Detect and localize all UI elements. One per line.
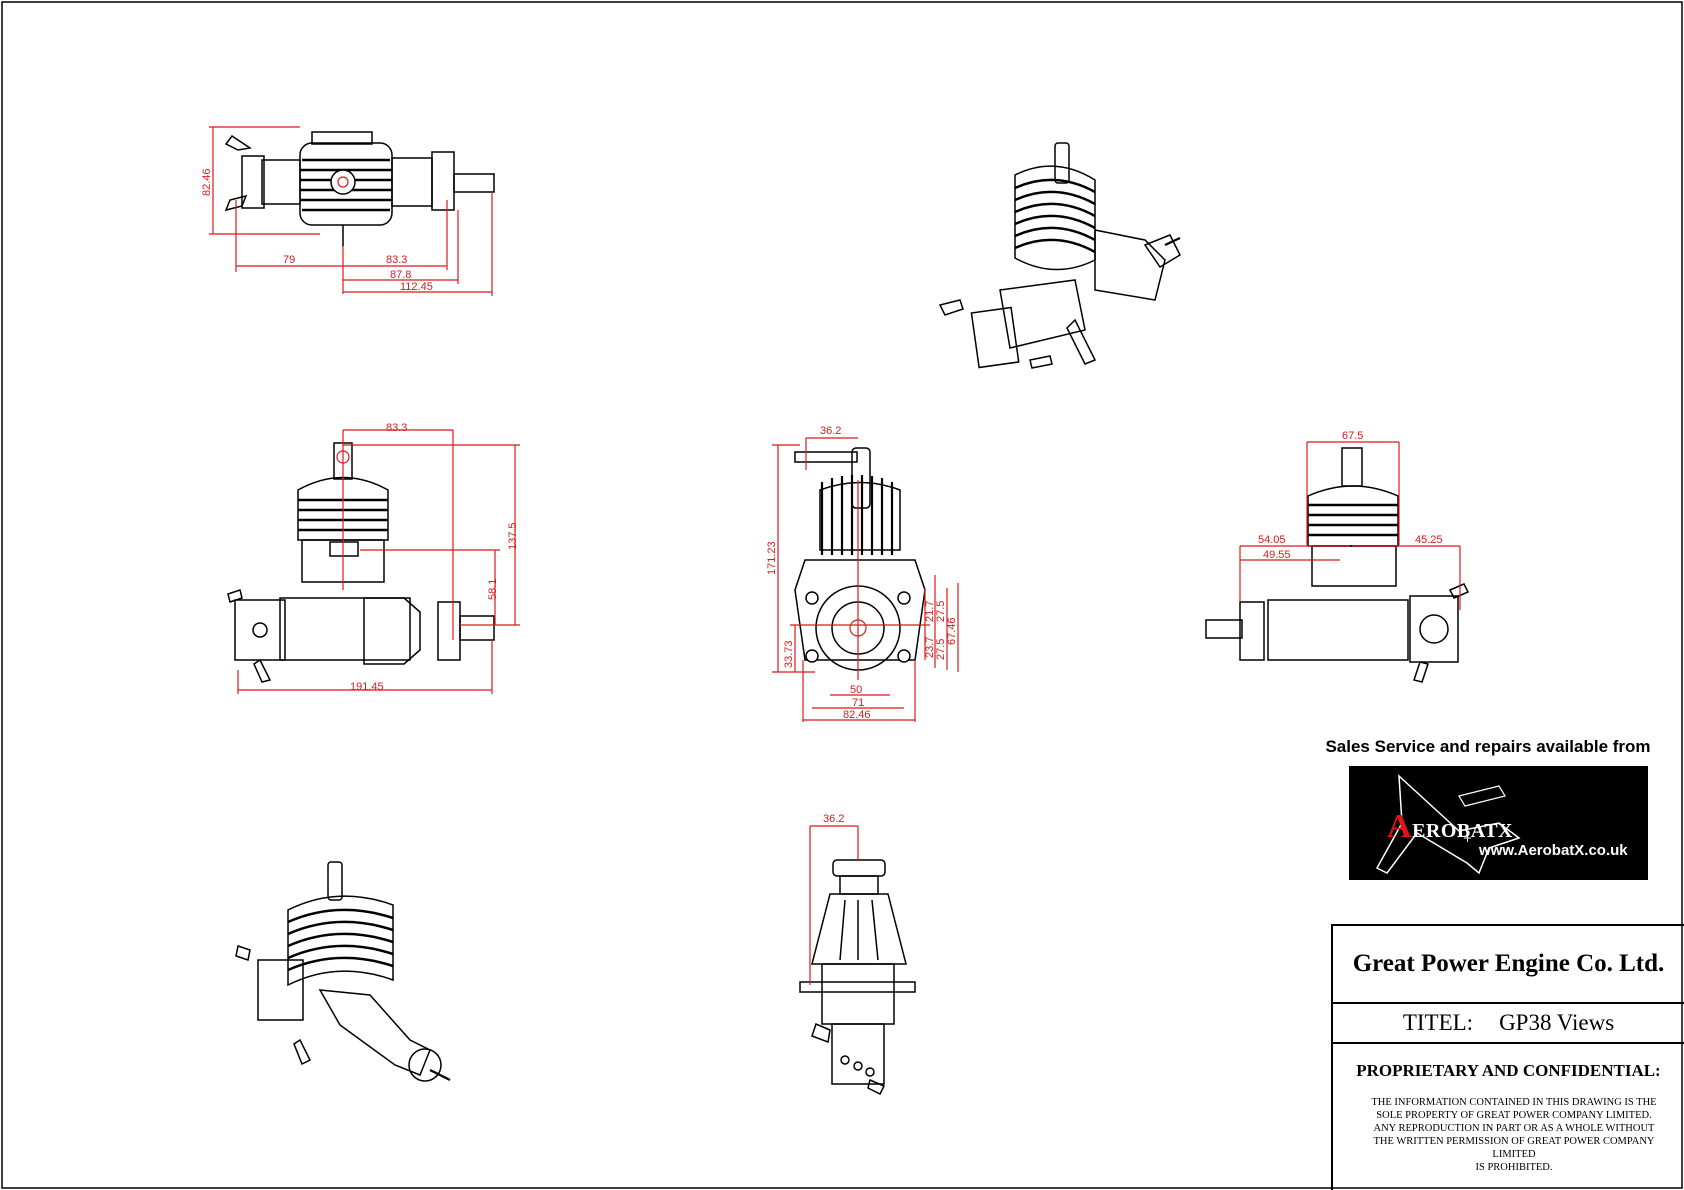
rear-view: 67.5 54.05 49.55 45.25 [1205,430,1470,683]
bottom-view: 36.2 [799,813,916,1096]
top-dim-5: 112.45 [400,281,433,293]
front-dim-10: 71 [852,697,864,709]
rear-dim-1: 67.5 [1342,430,1363,442]
side-dim-2: 137.5 [507,522,519,550]
iso-view-top [938,142,1181,369]
iso-view-bottom [235,861,451,1082]
front-dim-8: 33.73 [783,640,795,668]
front-dim-4: 27.5 [935,601,947,622]
bottom-dim-1: 36.2 [823,813,844,825]
front-dim-3: 21.7 [924,601,936,622]
logo-word-rest: EROBATX [1412,820,1513,842]
front-dim-7: 27.5 [935,639,947,660]
top-dim-1: 82.46 [201,168,213,196]
front-dim-9: 50 [850,684,862,696]
front-view: 36.2 171.23 21.7 27.5 67.46 23.7 27.5 33… [766,425,959,722]
side-dim-3: 58.1 [487,579,499,600]
front-dim-1: 36.2 [820,425,841,437]
title-block: Great Power Engine Co. Ltd. TITEL: GP38 … [1331,924,1684,1190]
front-dim-5: 67.46 [946,617,958,645]
logo-url: www.AerobatX.co.uk [1479,842,1628,859]
front-dim-11: 82.46 [843,709,871,721]
proprietary-text: THE INFORMATION CONTAINED IN THIS DRAWIN… [1371,1097,1657,1173]
logo-letter-a: A [1387,808,1413,845]
side-dim-4: 191.45 [350,681,384,693]
company-name: Great Power Engine Co. Ltd. [1333,926,1684,1004]
top-dim-4: 87.8 [390,269,411,281]
aircraft-silhouette-icon [1375,774,1521,875]
rear-dim-3: 49.55 [1263,549,1291,561]
side-view: 83.3 137.5 58.1 191.45 [227,422,520,694]
rear-dim-4: 45.25 [1415,534,1443,546]
aerobatx-logo: AEROBATX www.AerobatX.co.uk [1349,766,1648,880]
titel-value: GP38 Views [1499,1010,1615,1035]
side-dim-1: 83.3 [386,422,407,434]
front-dim-2: 171.23 [766,541,778,575]
sales-heading: Sales Service and repairs available from [1325,737,1651,756]
titel-row: TITEL: GP38 Views [1333,1004,1684,1044]
front-dim-6: 23.7 [924,637,936,658]
top-dim-3: 83.3 [386,254,407,266]
top-view: 82.46 79 83.3 87.8 112.45 [201,126,495,296]
titel-label: TITEL: [1402,1010,1474,1035]
proprietary-heading: PROPRIETARY AND CONFIDENTIAL: [1356,1061,1661,1080]
rear-dim-2: 54.05 [1258,534,1286,546]
top-dim-2: 79 [283,254,295,266]
logo-wordmark: AEROBATX [1387,808,1513,846]
